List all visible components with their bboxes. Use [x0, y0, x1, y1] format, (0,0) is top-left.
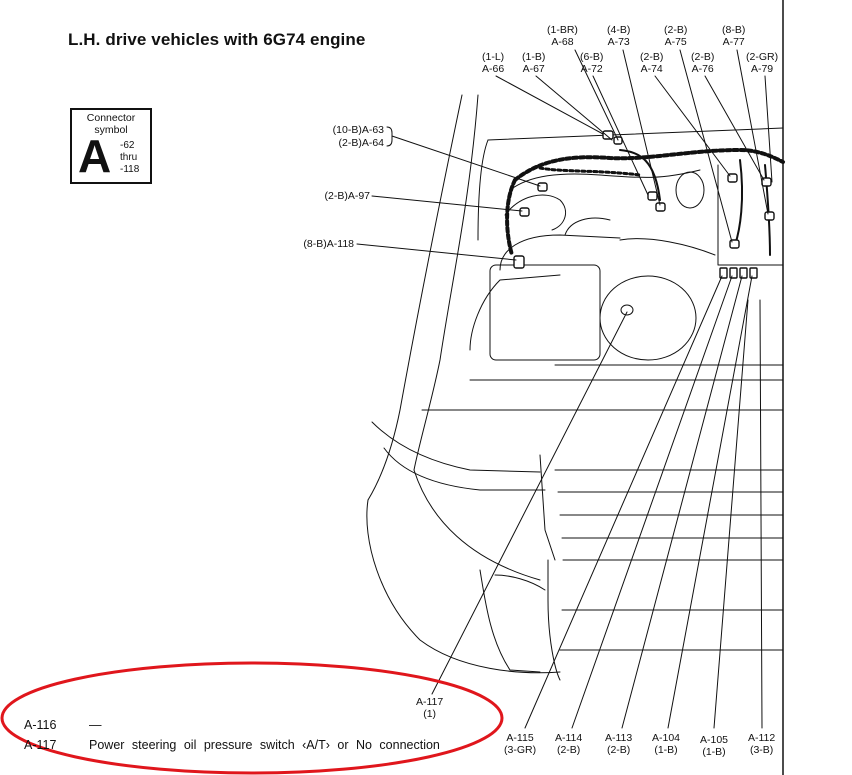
connector-code: A-114 [555, 732, 583, 744]
page-title: L.H. drive vehicles with 6G74 engine [68, 30, 366, 49]
bumper-center [547, 559, 561, 681]
left-fender-line [367, 94, 463, 501]
connector-spec: (2-B) [556, 744, 581, 756]
connector-label-a67: (1-B) A-67 [522, 51, 545, 75]
headlight-top [371, 421, 541, 473]
connector-spec: (1-L) [482, 51, 505, 63]
connector-spec: (2-GR) [746, 51, 779, 63]
connector-symbol-caption: Connector symbol [72, 112, 150, 136]
connector-code: A-115 [506, 732, 534, 744]
grille-surround [413, 469, 541, 581]
connector-label-a114: A-114 (2-B) [555, 732, 582, 756]
connector-spec: (3-GR) [504, 744, 537, 756]
connector-code: A-68 [551, 36, 574, 48]
connector-label-a118: (8-B)A-118 [303, 238, 354, 250]
connector-spec: (2-B) [606, 744, 631, 756]
connector-spec: (1-B) [522, 51, 546, 63]
headlight-bottom [383, 447, 546, 491]
legend-code: A-116 [24, 718, 57, 732]
connector-code: A-74 [640, 63, 663, 75]
connector-code: A-67 [522, 63, 545, 75]
bumper-outline [366, 499, 561, 674]
legend-desc: Power steering oil pressure switch ‹A/T›… [89, 738, 440, 752]
connector-code: A-105 [700, 734, 729, 746]
connector-label-a63: (10-B)A-63 [332, 124, 384, 136]
connector-label-a113: A-113 (2-B) [605, 732, 632, 756]
range-line: -118 [120, 164, 140, 175]
connector-code: A-79 [750, 63, 774, 75]
connector-label-a77: (8-B) A-77 [722, 24, 745, 48]
legend-desc: — [89, 718, 102, 732]
connector-spec: (2-B) [691, 51, 715, 63]
legend-row: A-116 — [0, 717, 480, 735]
connector-code: A-72 [580, 63, 603, 75]
connector-label-a97: (2-B)A-97 [324, 190, 370, 202]
legend-code: A-117 [24, 738, 57, 752]
caption-line: symbol [94, 124, 128, 136]
connector-code: A-75 [664, 36, 687, 48]
connector-label-a68: (1-BR) A-68 [547, 24, 578, 48]
connector-code: A-113 [605, 732, 633, 744]
highlight-ellipse [0, 661, 504, 775]
connector-code: A-73 [607, 36, 630, 48]
connector-code: A-76 [691, 63, 714, 75]
connector-spec: (4-B) [607, 24, 631, 36]
connector-symbol-letter: A [78, 130, 112, 182]
connector-label-a115: A-115 (3-GR) [504, 732, 536, 756]
connector-spec: (1-B) [654, 744, 678, 756]
grille-left-edge [539, 454, 556, 561]
connector-label-a74: (2-B) A-74 [640, 51, 663, 75]
connector-spec: (1-B) [702, 746, 726, 758]
connector-label-a105: A-105 (1-B) [700, 734, 728, 758]
connector-spec: (1-BR) [547, 24, 578, 36]
range-line: -62 [120, 140, 135, 151]
wire-harness-main [513, 148, 785, 182]
connector-label-a64: (2-B)A-64 [338, 137, 384, 149]
connector-code: A-117 [416, 696, 444, 708]
reservoir-cap-area [599, 275, 697, 361]
connector-code: A-66 [482, 63, 505, 75]
connector-label-a72: (6-B) A-72 [580, 51, 603, 75]
connector-code: A-104 [652, 732, 681, 744]
connector-label-a117: A-117 (1) [416, 696, 443, 720]
connector-code: A-112 [748, 732, 776, 744]
connector-label-a76: (2-B) A-76 [691, 51, 714, 75]
left-fender-inner [413, 94, 479, 471]
connector-symbol-box: Connector symbol A -62 thru -118 [70, 108, 152, 184]
caption-line: Connector [86, 112, 136, 124]
connector-label-a75: (2-B) A-75 [664, 24, 687, 48]
connector-spec: (2-B) [664, 24, 688, 36]
connector-spec: (3-B) [749, 744, 774, 756]
range-line: thru [120, 152, 138, 163]
connector-spec: (2-B) [640, 51, 664, 63]
wire-harness-branch [505, 178, 517, 257]
connector-label-a104: A-104 (1-B) [652, 732, 680, 756]
connector-label-a73: (4-B) A-73 [607, 24, 630, 48]
connector-spec: (6-B) [580, 51, 604, 63]
connector-spec: (1) [423, 708, 437, 720]
connector-label-a66: (1-L) A-66 [482, 51, 504, 75]
connector-label-a112: A-112 (3-B) [748, 732, 775, 756]
connector-spec: (8-B) [722, 24, 746, 36]
connector-label-a79: (2-GR) A-79 [746, 51, 778, 75]
legend-row: A-117 Power steering oil pressure switch… [0, 737, 480, 773]
connector-code: A-77 [722, 36, 745, 48]
connector-symbol-range: -62 thru -118 [120, 140, 139, 176]
